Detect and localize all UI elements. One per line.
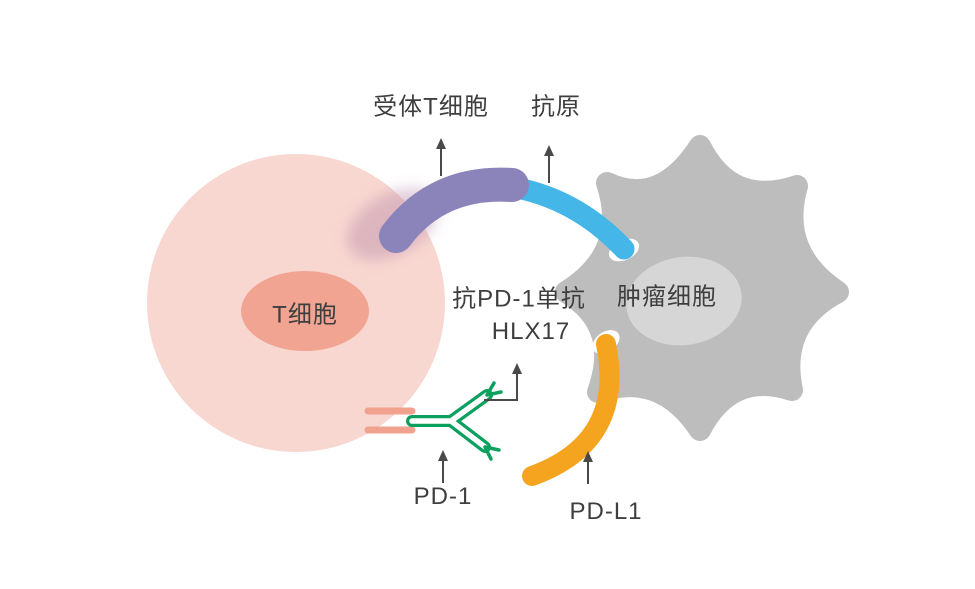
tcr-receptor-shape (379, 167, 529, 253)
t-cell-label: T细胞 (272, 301, 338, 329)
arrow-pdl1-head (583, 451, 593, 462)
pd1-receptor-shape (364, 407, 416, 434)
arrow-antigen-head (544, 145, 554, 156)
tumor-cell-inner (626, 256, 742, 346)
tumor-cell-label: 肿瘤细胞 (617, 283, 717, 311)
antibody-label-line1: 抗PD-1单抗 (452, 285, 586, 313)
antibody-icon (406, 381, 503, 461)
pdl1-label: PD-L1 (569, 498, 643, 525)
arrow-receptor-head (436, 138, 446, 149)
pdl1-ligand-shape (522, 334, 620, 486)
pd1-label: PD-1 (413, 483, 473, 510)
arrow-antibody-line (484, 372, 518, 401)
receptor-label: 受体T细胞 (373, 93, 489, 121)
t-cell-nucleus (241, 271, 369, 351)
arrow-antibody-head (512, 363, 522, 374)
antigen-label: 抗原 (531, 93, 581, 121)
arrow-pd1-head (438, 450, 448, 461)
antibody-label-line2: HLX17 (491, 318, 571, 345)
pointer-arrows (436, 138, 593, 484)
